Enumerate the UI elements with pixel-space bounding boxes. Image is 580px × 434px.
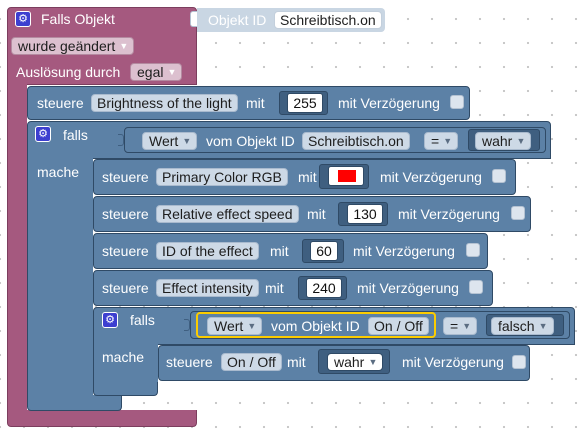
delay-label: mit Verzögerung: [338, 95, 440, 111]
effect-delay-checkbox[interactable]: [466, 243, 480, 257]
if-inner-object-field[interactable]: On / Off: [368, 317, 429, 335]
intensity-value-input[interactable]: 240: [306, 278, 342, 298]
delay-label: mit Verzögerung: [353, 243, 455, 259]
color-swatch[interactable]: [328, 166, 364, 186]
if-inner-compare-dropdown[interactable]: falsch ▼: [491, 317, 554, 335]
onoff-value-label: wahr: [334, 354, 365, 370]
changed-dropdown-label: wurde geändert: [18, 38, 116, 54]
chevron-down-icon: ▼: [368, 357, 378, 367]
changed-dropdown[interactable]: wurde geändert ▼: [11, 37, 135, 55]
speed-delay-checkbox[interactable]: [511, 206, 525, 220]
socket-tab: [184, 319, 190, 331]
onoff-value-dropdown[interactable]: wahr ▼: [327, 353, 384, 371]
compare-label: falsch: [498, 318, 535, 334]
steuere-label: steuere: [102, 280, 149, 296]
steuere-label: steuere: [102, 243, 149, 259]
color-delay-checkbox[interactable]: [492, 169, 506, 183]
ausloesung-label: Auslösung durch: [16, 64, 121, 80]
speed-target[interactable]: Relative effect speed: [156, 205, 299, 223]
mit-label: mit: [307, 206, 326, 222]
delay-label: mit Verzögerung: [357, 280, 459, 296]
object-id-label: Objekt ID: [208, 12, 267, 28]
wert-dropdown-label: Wert: [149, 133, 179, 149]
speed-value-input[interactable]: 130: [347, 204, 383, 224]
color-swatch-fill: [338, 170, 356, 182]
wert-dropdown-label: Wert: [214, 318, 244, 334]
chevron-down-icon: ▼: [167, 67, 177, 77]
steuere-label: steuere: [102, 169, 149, 185]
effect-target[interactable]: ID of the effect: [156, 242, 259, 260]
trigger-block-footer: [7, 410, 197, 427]
gear-icon[interactable]: ⚙: [15, 11, 31, 27]
ausloesung-dropdown-label: egal: [137, 64, 164, 80]
chevron-down-icon: ▼: [247, 321, 257, 331]
onoff-delay-checkbox[interactable]: [512, 355, 526, 369]
if-outer-spine: [27, 155, 93, 400]
mit-label: mit: [270, 243, 289, 259]
chevron-down-icon: ▼: [538, 321, 548, 331]
chevron-down-icon: ▼: [462, 321, 472, 331]
chevron-down-icon: ▼: [516, 136, 526, 146]
if-outer-operator-dropdown[interactable]: = ▼: [424, 132, 459, 150]
steuere-label: steuere: [166, 354, 213, 370]
vom-objekt-label: vom Objekt ID: [271, 318, 360, 334]
chevron-down-icon: ▼: [119, 41, 129, 51]
ausloesung-dropdown[interactable]: egal ▼: [130, 63, 183, 81]
if-outer-footer: [27, 395, 122, 411]
effect-value-input[interactable]: 60: [310, 241, 338, 261]
mit-label: mit: [298, 169, 317, 185]
vom-objekt-label: vom Objekt ID: [206, 133, 295, 149]
mit-label: mit: [265, 280, 284, 296]
if-inner-footer: [93, 382, 158, 396]
steuere-label: steuere: [37, 95, 84, 111]
chevron-down-icon: ▼: [443, 136, 453, 146]
color-target[interactable]: Primary Color RGB: [156, 168, 288, 186]
trigger-block-spine: [7, 80, 27, 420]
falls-label: falls: [130, 312, 155, 328]
operator-label: =: [450, 318, 459, 334]
falls-label: falls: [63, 127, 88, 143]
mache-label: mache: [37, 164, 80, 180]
brightness-value-input[interactable]: 255: [287, 93, 323, 113]
wert-dropdown[interactable]: Wert ▼: [207, 317, 263, 335]
trigger-title: Falls Objekt: [41, 11, 115, 27]
wert-dropdown[interactable]: Wert ▼: [142, 132, 198, 150]
if-outer-compare-dropdown[interactable]: wahr ▼: [475, 132, 532, 150]
mache-label: mache: [102, 349, 145, 365]
intensity-target[interactable]: Effect intensity: [156, 279, 259, 297]
compare-label: wahr: [482, 133, 513, 149]
object-id-field[interactable]: Schreibtisch.on: [274, 11, 382, 29]
chevron-down-icon: ▼: [182, 136, 192, 146]
gear-icon[interactable]: ⚙: [102, 312, 118, 328]
socket-tab: [118, 134, 124, 146]
onoff-target[interactable]: On / Off: [221, 353, 282, 371]
if-outer-object-field[interactable]: Schreibtisch.on: [302, 132, 410, 150]
operator-label: =: [431, 133, 440, 149]
brightness-delay-checkbox[interactable]: [450, 95, 464, 109]
mit-label: mit: [287, 354, 306, 370]
object-id-socket-tab: [190, 11, 198, 27]
steuere-label: steuere: [102, 206, 149, 222]
gear-icon[interactable]: ⚙: [35, 126, 51, 142]
delay-label: mit Verzögerung: [380, 169, 482, 185]
brightness-target[interactable]: Brightness of the light: [91, 94, 238, 112]
intensity-delay-checkbox[interactable]: [469, 280, 483, 294]
delay-label: mit Verzögerung: [402, 354, 504, 370]
delay-label: mit Verzögerung: [398, 206, 500, 222]
if-inner-operator-dropdown[interactable]: = ▼: [443, 317, 478, 335]
mit-label: mit: [246, 95, 265, 111]
